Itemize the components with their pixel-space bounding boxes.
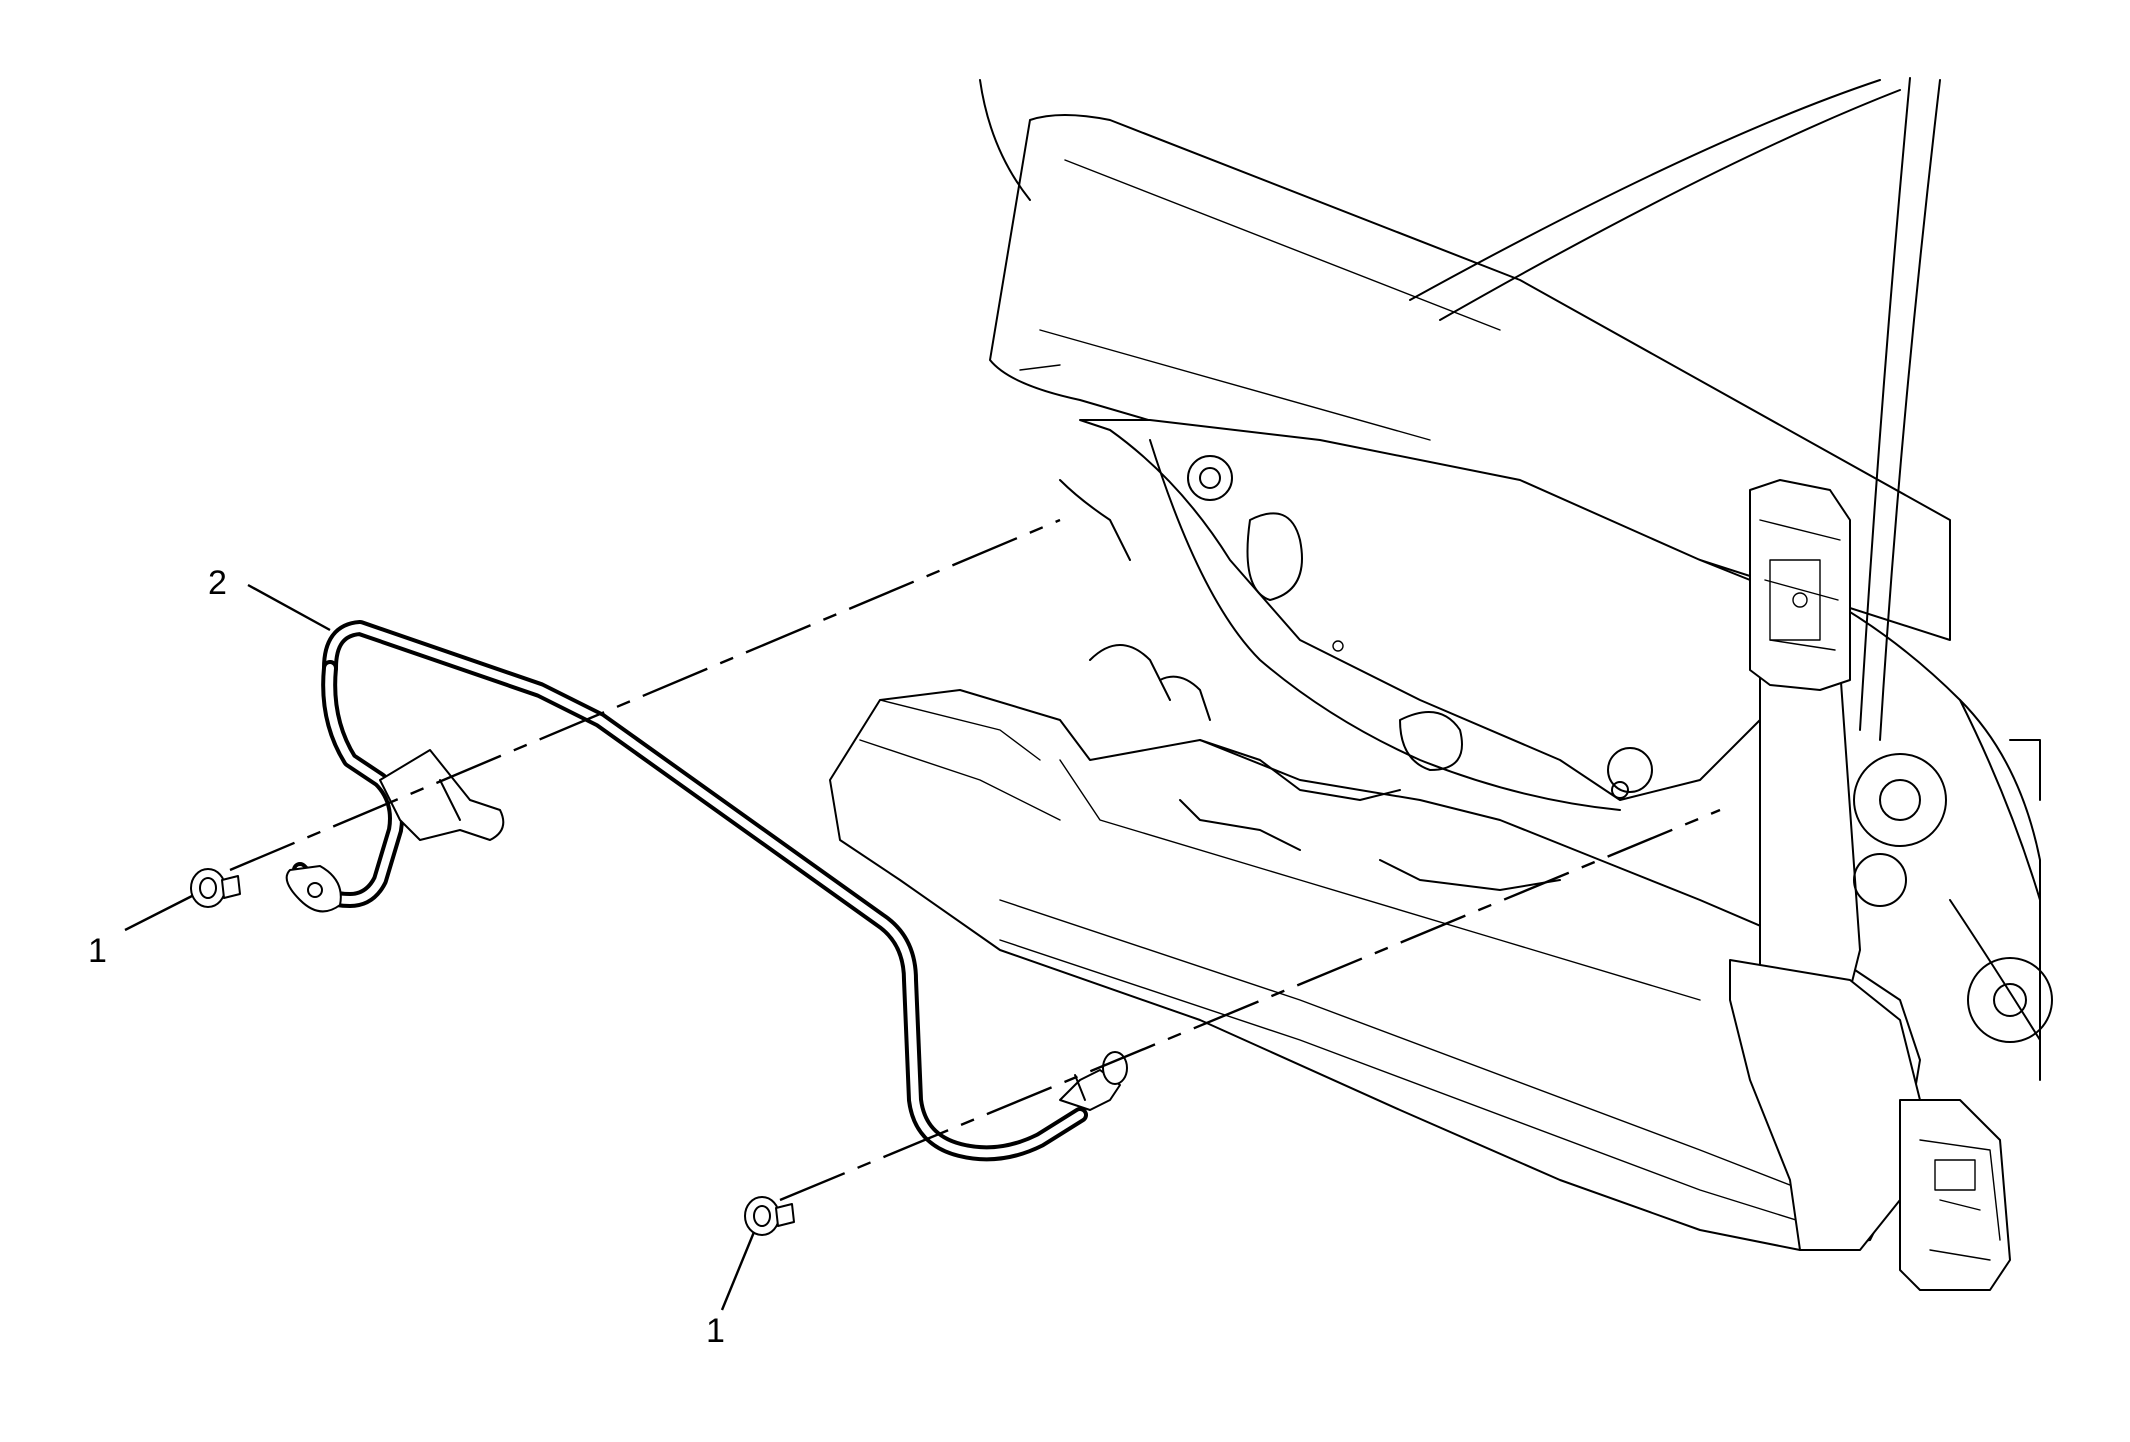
- rear-latch: [1899, 1099, 2011, 1291]
- outer-frame-arcs: [1409, 77, 2041, 901]
- seat-track: [829, 644, 1921, 1251]
- callout-label-fastener-left: 1: [88, 932, 107, 970]
- fastener-bottom: [744, 1196, 795, 1236]
- fastener-left: [190, 868, 241, 908]
- installation-lines: [229, 518, 1721, 1202]
- callout-label-fastener-bottom: 1: [706, 1312, 725, 1350]
- callout-label-harness: 2: [208, 564, 227, 602]
- buckle-stalk: [1729, 479, 1921, 1251]
- wiring-harness: [285, 620, 1128, 1162]
- callout-leaders: [124, 583, 756, 1311]
- recliner-mechanism: [1853, 699, 2053, 1081]
- seat-back: [979, 79, 1951, 641]
